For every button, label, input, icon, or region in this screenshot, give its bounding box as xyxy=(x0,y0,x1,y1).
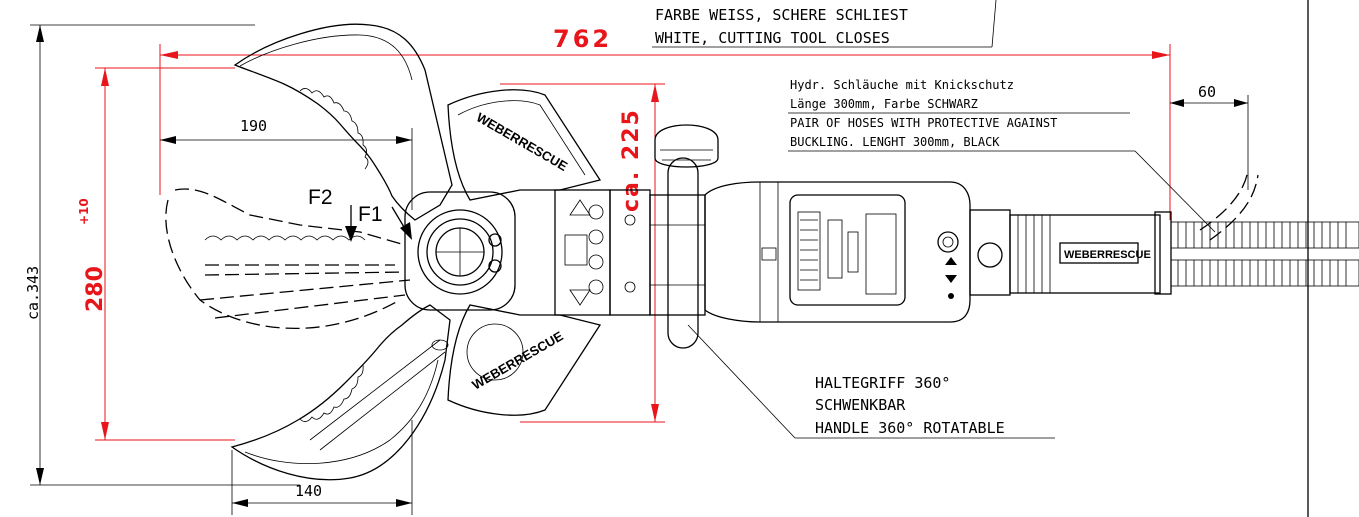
jaw-opening-value: 280 xyxy=(83,266,108,312)
hose-offset-dimension: 60 xyxy=(1170,83,1249,190)
color-note-en: WHITE, CUTTING TOOL CLOSES xyxy=(655,29,890,47)
color-note-de: FARBE WEISS, SCHERE SCHLIEST xyxy=(655,6,908,24)
logo-upper: WEBERRESCUE xyxy=(474,110,571,174)
total-height-value: ca.343 xyxy=(24,266,42,320)
hoses xyxy=(1170,169,1359,287)
handle-note-line3: HANDLE 360° ROTATABLE xyxy=(815,419,1005,437)
dashed-blade-outline xyxy=(165,188,411,330)
hose-note: Hydr. Schläuche mit Knickschutz Länge 30… xyxy=(788,78,1216,233)
cylinder-body xyxy=(704,181,971,323)
logo-lower: WEBERRESCUE xyxy=(469,328,566,392)
pivot-bolt xyxy=(404,191,516,311)
hose-offset-value: 60 xyxy=(1198,83,1216,101)
overall-length-dimension: 762 xyxy=(159,25,1171,220)
blade-length-value: 190 xyxy=(240,117,267,135)
lower-blade xyxy=(230,304,451,481)
hose-note-line2: Länge 300mm, Farbe SCHWARZ xyxy=(790,97,978,111)
body-height-value: ca. 225 xyxy=(619,108,644,212)
handle-note-line1: HALTEGRIFF 360° xyxy=(815,374,950,392)
total-height-dimension: ca.343 xyxy=(24,24,300,486)
tip-depth-value: 140 xyxy=(295,482,322,500)
jaw-opening-dimension: 280 +10 xyxy=(77,67,235,441)
handle-note-line2: SCHWENKBAR xyxy=(815,396,906,414)
blade-length-dimension: 190 xyxy=(160,117,413,210)
brand-logo-connector: WEBERRESCUE xyxy=(1064,249,1151,261)
hose-note-line1: Hydr. Schläuche mit Knickschutz xyxy=(790,78,1014,92)
rotatable-handle xyxy=(649,124,719,349)
force-label-f1: F1 xyxy=(358,203,383,226)
force-arrows: F2 F1 xyxy=(308,186,412,242)
hose-connector: WEBERRESCUE xyxy=(969,209,1172,296)
upper-cover xyxy=(447,89,602,201)
upper-blade xyxy=(233,23,453,221)
tip-depth-dimension: 140 xyxy=(231,420,413,515)
overall-length-value: 762 xyxy=(553,25,612,53)
hose-note-line4: BUCKLING. LENGHT 300mm, BLACK xyxy=(790,135,1000,149)
force-label-f2: F2 xyxy=(308,186,333,209)
hose-note-line3: PAIR OF HOSES WITH PROTECTIVE AGAINST xyxy=(790,116,1057,130)
body-height-dimension: ca. 225 xyxy=(500,83,665,423)
jaw-opening-tolerance: +10 xyxy=(77,198,91,225)
brand-logo-lower: WEBERRESCUE xyxy=(469,328,566,392)
handle-note: HALTEGRIFF 360° SCHWENKBAR HANDLE 360° R… xyxy=(687,324,1055,439)
color-note: FARBE WEISS, SCHERE SCHLIEST WHITE, CUTT… xyxy=(652,0,997,48)
lower-cover xyxy=(447,304,602,416)
brand-logo-upper: WEBERRESCUE xyxy=(474,110,571,174)
